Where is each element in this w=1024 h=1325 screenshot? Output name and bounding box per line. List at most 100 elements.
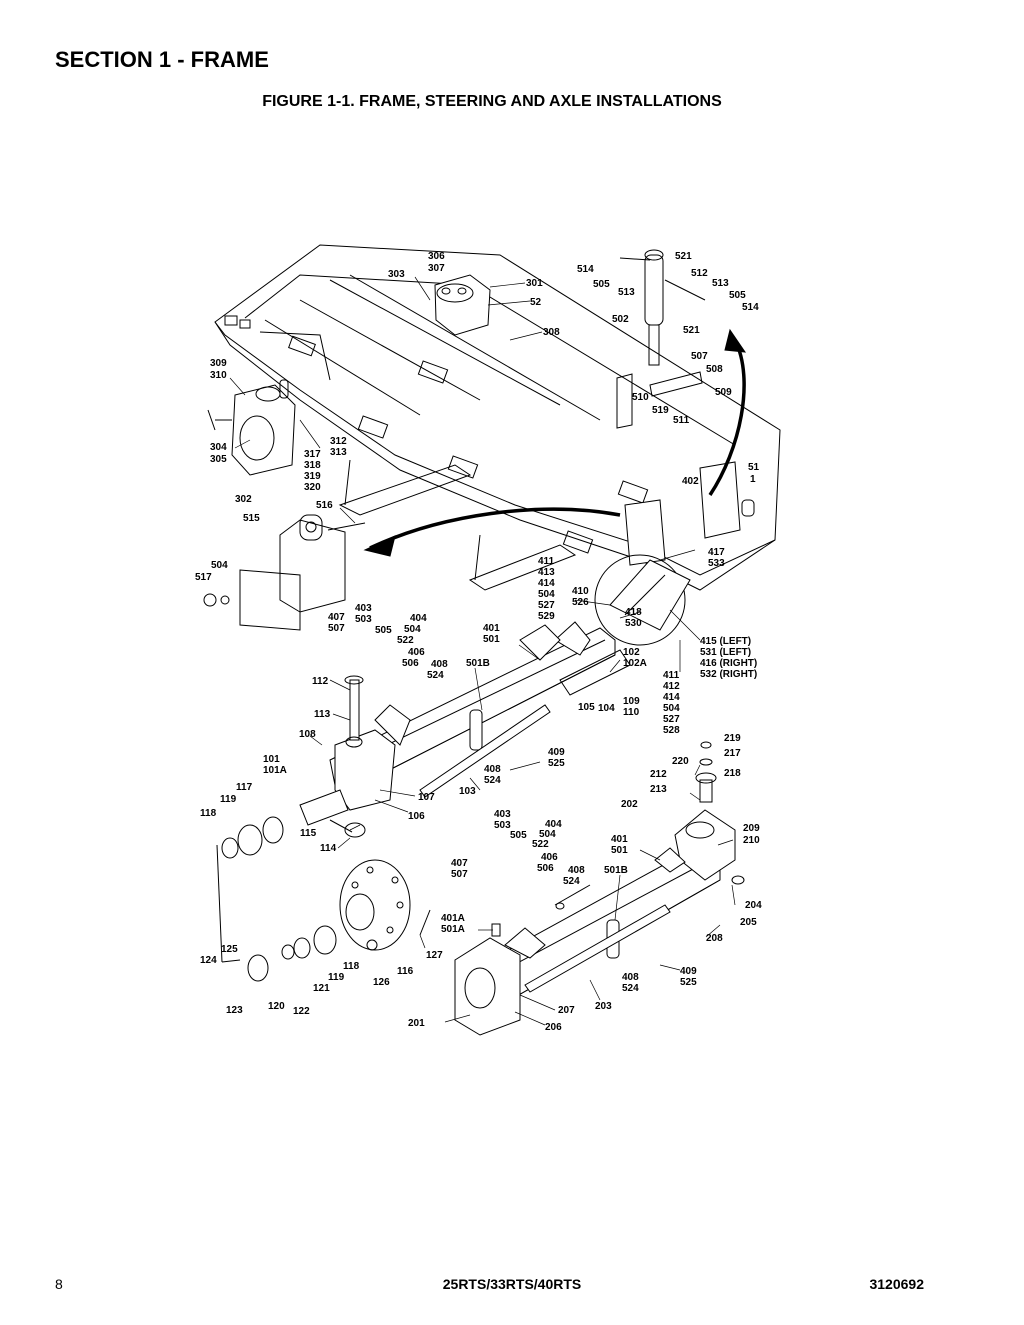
- part-label: 102A: [623, 658, 647, 669]
- part-label: 125: [221, 944, 238, 955]
- part-label: 416 (RIGHT): [700, 658, 757, 669]
- part-label: 306: [428, 251, 445, 262]
- part-label: 507: [691, 351, 708, 362]
- part-label: 123: [226, 1005, 243, 1016]
- part-label: 504: [404, 624, 421, 635]
- part-label: 511: [673, 415, 690, 426]
- part-label: 522: [532, 839, 549, 850]
- part-label: 110: [623, 707, 640, 718]
- part-label: 1: [750, 474, 756, 485]
- part-label: 522: [397, 635, 414, 646]
- model-number: 25RTS/33RTS/40RTS: [442, 1276, 582, 1292]
- part-label: 510: [632, 392, 649, 403]
- part-label: 406: [408, 647, 425, 658]
- part-label: 318: [304, 460, 321, 471]
- part-label: 106: [408, 811, 425, 822]
- part-label: 408: [484, 764, 501, 775]
- part-label: 304: [210, 442, 227, 453]
- front-axle-drawing: [221, 621, 631, 859]
- part-label: 212: [650, 769, 667, 780]
- part-label: 308: [543, 327, 560, 338]
- part-label: 529: [538, 611, 555, 622]
- document-number: 3120692: [869, 1276, 924, 1292]
- part-label: 114: [320, 843, 337, 854]
- part-label: 312: [330, 436, 347, 447]
- part-label: 516: [316, 500, 333, 511]
- part-label: 404: [410, 613, 427, 624]
- part-label: 501: [611, 845, 628, 856]
- part-label: 505: [375, 625, 392, 636]
- part-label: 408: [568, 865, 585, 876]
- part-label: 526: [572, 597, 589, 608]
- figure-title: FIGURE 1-1. FRAME, STEERING AND AXLE INS…: [262, 93, 722, 110]
- part-label: 503: [355, 614, 372, 625]
- part-label: 403: [494, 809, 511, 820]
- part-label: 301: [526, 278, 543, 289]
- part-label: 52: [530, 297, 542, 308]
- part-label: 527: [663, 714, 680, 725]
- part-label: 203: [595, 1001, 612, 1012]
- part-label: 508: [706, 364, 723, 375]
- part-label: 220: [672, 756, 689, 767]
- part-label: 101: [263, 754, 280, 765]
- part-label: 519: [652, 405, 669, 416]
- part-label: 305: [210, 454, 227, 465]
- part-label: 102: [623, 647, 640, 658]
- part-label: 501B: [604, 865, 628, 876]
- part-label: 213: [650, 784, 667, 795]
- part-label: 417: [708, 547, 725, 558]
- part-label: 408: [622, 972, 639, 983]
- part-label: 530: [625, 618, 642, 629]
- part-label: 501B: [466, 658, 490, 669]
- part-labels: 306 307 303 301 52 308 309 310 304 305 3…: [195, 251, 762, 1033]
- part-label: 506: [537, 863, 554, 874]
- part-label: 101A: [263, 765, 287, 776]
- part-label: 531 (LEFT): [700, 647, 751, 658]
- part-label: 310: [210, 370, 227, 381]
- part-label: 126: [373, 977, 390, 988]
- part-label: 401A: [441, 913, 465, 924]
- part-label: 103: [459, 786, 476, 797]
- part-label: 402: [682, 476, 699, 487]
- part-label: 504: [539, 829, 556, 840]
- part-label: 418: [625, 607, 642, 618]
- part-label: 320: [304, 482, 321, 493]
- part-label: 506: [402, 658, 419, 669]
- part-label: 501A: [441, 924, 465, 935]
- part-label: 521: [675, 251, 692, 262]
- part-label: 319: [304, 471, 321, 482]
- part-label: 504: [663, 703, 680, 714]
- part-label: 524: [563, 876, 580, 887]
- part-label: 407: [451, 858, 468, 869]
- part-label: 217: [724, 748, 741, 759]
- part-label: 406: [541, 852, 558, 863]
- part-label: 116: [397, 966, 414, 977]
- part-label: 118: [343, 961, 360, 972]
- part-label: 208: [706, 933, 723, 944]
- part-label: 532 (RIGHT): [700, 669, 757, 680]
- part-label: 525: [680, 977, 697, 988]
- section-title: SECTION 1 - FRAME: [55, 47, 269, 72]
- part-label: 413: [538, 567, 555, 578]
- part-label: 409: [548, 747, 565, 758]
- part-label: 527: [538, 600, 555, 611]
- part-label: 401: [611, 834, 628, 845]
- part-label: 124: [200, 955, 217, 966]
- part-label: 517: [195, 572, 212, 583]
- part-label: 205: [740, 917, 757, 928]
- part-label: 507: [451, 869, 468, 880]
- part-label: 408: [431, 659, 448, 670]
- part-label: 525: [548, 758, 565, 769]
- part-label: 202: [621, 799, 638, 810]
- part-label: 502: [612, 314, 629, 325]
- part-label: 121: [313, 983, 330, 994]
- leader-lines: [229, 276, 736, 1026]
- part-label: 514: [577, 264, 594, 275]
- part-label: 513: [618, 287, 635, 298]
- part-label: 513: [712, 278, 729, 289]
- part-label: 307: [428, 263, 445, 274]
- part-label: 403: [355, 603, 372, 614]
- part-label: 415 (LEFT): [700, 636, 751, 647]
- part-label: 119: [328, 972, 345, 983]
- part-label: 409: [680, 966, 697, 977]
